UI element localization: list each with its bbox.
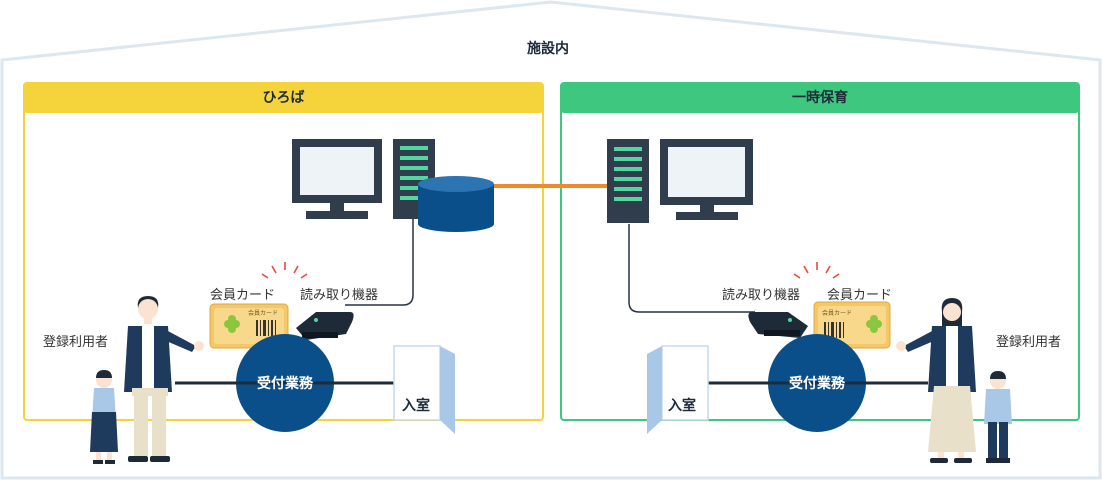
card-reader-label: 読み取り機器 xyxy=(722,288,801,303)
room-entry-label: 入室 xyxy=(668,398,696,414)
signal-icon xyxy=(793,262,840,279)
server-icon xyxy=(607,139,649,223)
member-card-label: 会員カード xyxy=(827,288,893,303)
person-icon xyxy=(124,296,204,462)
database-icon xyxy=(418,176,494,232)
card-reader-icon xyxy=(296,312,354,340)
signal-icon xyxy=(261,262,308,279)
panel-title-ichiji-hoiku: 一時保育 xyxy=(792,90,848,106)
card-reader-icon xyxy=(748,312,808,338)
monitor-icon xyxy=(660,139,753,220)
card-face-text: 会員カード xyxy=(822,310,853,317)
member-card-label: 会員カード xyxy=(210,288,276,303)
person-icon xyxy=(896,298,976,463)
card-face-text: 会員カード xyxy=(248,310,279,317)
member-card-icon xyxy=(813,301,891,349)
card-reader-label: 読み取り機器 xyxy=(300,288,379,303)
registered-user-label: 登録利用者 xyxy=(43,335,109,350)
reception-label: 受付業務 xyxy=(257,376,313,392)
door-icon xyxy=(647,345,709,434)
cable-left xyxy=(345,217,414,306)
reception-label: 受付業務 xyxy=(789,376,845,392)
cable-right xyxy=(628,224,755,313)
panel-title-hiroba: ひろば xyxy=(262,90,305,106)
monitor-icon xyxy=(292,139,382,219)
child-icon xyxy=(984,371,1012,463)
room-entry-label: 入室 xyxy=(402,398,430,414)
registered-user-label: 登録利用者 xyxy=(996,335,1062,350)
facility-title: 施設内 xyxy=(527,41,569,57)
door-icon xyxy=(393,345,455,434)
child-icon xyxy=(90,370,118,464)
